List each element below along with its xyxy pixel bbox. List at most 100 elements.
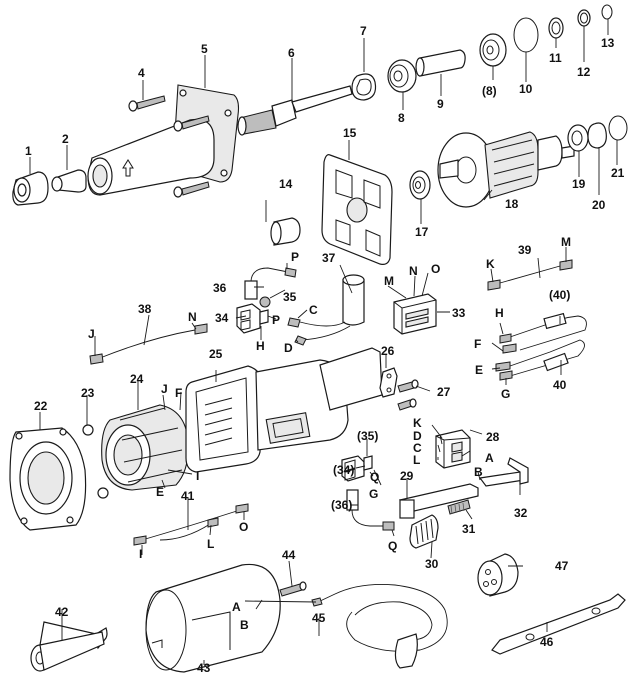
part-34-brush-holder <box>236 303 269 334</box>
label-part-39: 39 <box>518 243 532 257</box>
letter-i41: I <box>139 547 142 561</box>
label-part-25: 25 <box>209 347 223 361</box>
label-part-31: 31 <box>462 522 476 536</box>
part-4-screws <box>128 95 210 198</box>
part-46-spanner <box>491 593 626 655</box>
label-part-7: 7 <box>360 24 367 38</box>
letter-j38: J <box>88 327 95 341</box>
part-35-spring <box>259 296 271 308</box>
label-part-12: 12 <box>577 65 591 79</box>
part-45-power-cord <box>311 583 448 669</box>
letter-l41: L <box>207 537 214 551</box>
letter-p36: P <box>291 250 299 264</box>
label-part-34: 34 <box>215 311 229 325</box>
part-11-ring <box>548 17 564 39</box>
part-14-bushing <box>270 217 301 246</box>
letter-b45: B <box>240 618 249 632</box>
letter-l28: L <box>413 453 420 467</box>
part-1-collet-nut <box>12 171 49 206</box>
part-8-bearing <box>387 59 417 93</box>
part-10-circlip <box>513 17 539 53</box>
wire-letter-labels: P P H C D M N O K M H F E G J N J F I E … <box>88 235 571 632</box>
letter-e24: E <box>156 485 164 499</box>
letter-m33: M <box>384 274 394 288</box>
label-part-41: 41 <box>181 489 195 503</box>
part-31-spring <box>447 499 471 515</box>
part-2-collet <box>51 169 87 193</box>
letter-o41: O <box>239 520 248 534</box>
label-part-27: 27 <box>437 385 451 399</box>
label-part-21: 21 <box>611 166 625 180</box>
part-8b-bearing <box>479 33 507 67</box>
part-26-cord-clamp <box>379 367 398 398</box>
label-part-34b: (34) <box>333 463 354 477</box>
letter-f24: F <box>175 386 182 400</box>
part-21-ring <box>608 115 628 141</box>
label-part-37: 37 <box>322 251 336 265</box>
part-36b-brush <box>346 489 395 531</box>
part-30-switch-button <box>409 514 439 549</box>
part-36-brush <box>244 267 297 300</box>
label-part-19: 19 <box>572 177 586 191</box>
letter-f40: F <box>474 337 481 351</box>
letter-q36: Q <box>388 539 397 553</box>
label-part-13: 13 <box>601 36 615 50</box>
label-part-42: 42 <box>55 605 69 619</box>
part-9-sleeve <box>415 49 466 77</box>
part-24-stator <box>101 404 189 491</box>
part-20-washer <box>587 122 607 149</box>
part-39-wire <box>487 259 573 291</box>
label-part-2: 2 <box>62 132 69 146</box>
part-7-washer <box>351 73 377 101</box>
letter-a45: A <box>232 600 241 614</box>
label-part-24: 24 <box>130 372 144 386</box>
label-part-35: 35 <box>283 290 297 304</box>
part-5-nose-housing <box>87 84 240 196</box>
label-part-45: 45 <box>312 611 326 625</box>
part-6-spindle <box>237 85 353 136</box>
label-part-8b: (8) <box>482 84 497 98</box>
letter-n38: N <box>188 310 197 324</box>
part-25-motor-housing <box>185 347 383 473</box>
label-part-23: 23 <box>81 386 95 400</box>
part-33-terminal-block <box>393 293 437 335</box>
label-part-28: 28 <box>486 430 500 444</box>
label-part-32: 32 <box>514 506 528 520</box>
part-22-flange <box>9 427 87 531</box>
label-part-44: 44 <box>282 548 296 562</box>
part-47-adapter <box>477 553 519 597</box>
letter-b28: B <box>474 465 483 479</box>
label-part-18: 18 <box>505 197 519 211</box>
letter-g34: G <box>369 487 378 501</box>
part-12-ring <box>577 9 591 27</box>
label-part-36: 36 <box>213 281 227 295</box>
leader-lines <box>29 19 618 665</box>
label-part-35b: (35) <box>357 429 378 443</box>
label-part-11: 11 <box>549 51 562 65</box>
label-part-8: 8 <box>398 111 405 125</box>
letter-a28: A <box>485 451 494 465</box>
label-part-33: 33 <box>452 306 466 320</box>
label-part-4: 4 <box>138 66 145 80</box>
label-part-47: 47 <box>555 559 569 573</box>
part-13-ring <box>601 4 613 20</box>
part-19-bearing <box>567 124 589 152</box>
part-18-armature <box>437 131 575 208</box>
label-part-26: 26 <box>381 344 395 358</box>
letter-g40: G <box>501 387 510 401</box>
label-part-46: 46 <box>540 635 554 649</box>
part-34b-brush-holder <box>341 455 373 482</box>
part-29-actuator <box>398 483 479 519</box>
label-part-1: 1 <box>25 144 32 158</box>
letter-q34: Q <box>370 470 379 484</box>
label-part-9: 9 <box>437 97 444 111</box>
label-part-14: 14 <box>279 177 293 191</box>
part-37-capacitor <box>287 274 365 346</box>
letter-o33: O <box>431 262 440 276</box>
part-27-screws <box>397 379 419 411</box>
letter-m39: M <box>561 235 571 249</box>
label-part-38: 38 <box>138 302 152 316</box>
label-part-30: 30 <box>425 557 439 571</box>
part-40-wire-set <box>495 312 587 381</box>
